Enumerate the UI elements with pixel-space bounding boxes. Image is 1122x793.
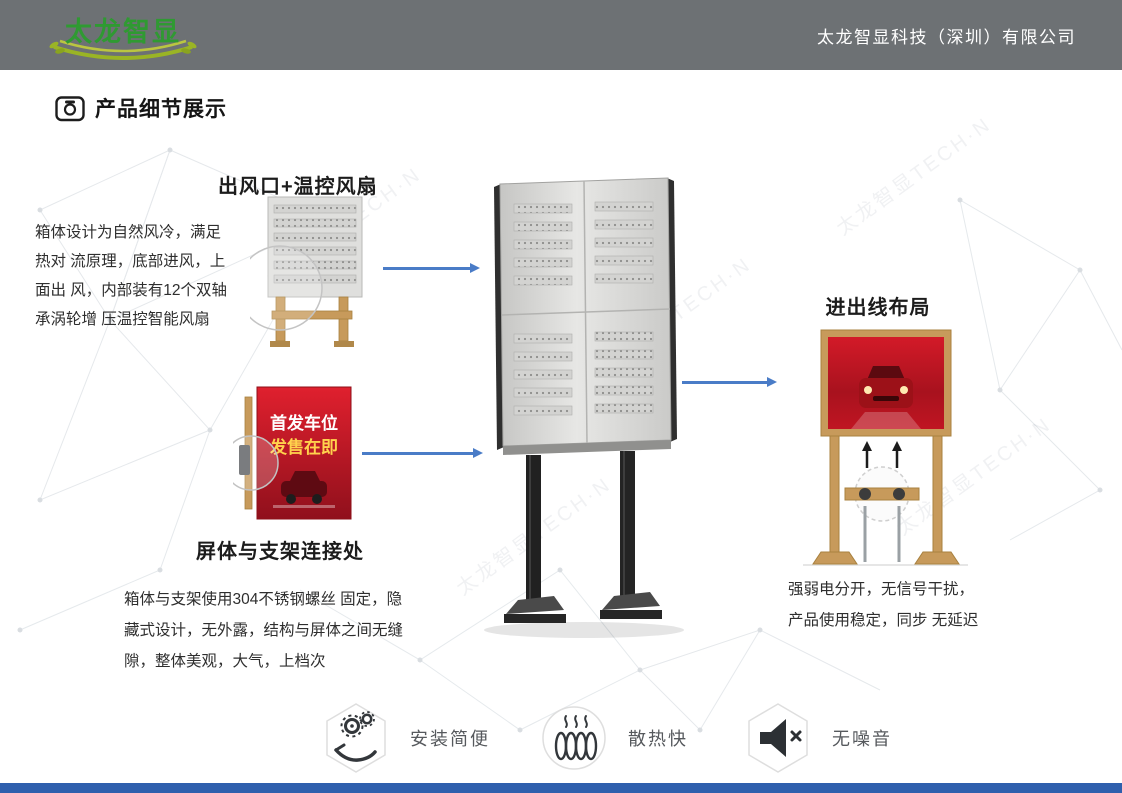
cable-layout-image <box>803 329 968 566</box>
logo-text: 太龙智显 <box>65 17 181 47</box>
feature-no-noise: 无噪音 <box>742 702 892 774</box>
feature-easy-install: 安装简便 <box>320 702 490 774</box>
bracket-description: 箱体与支架使用304不锈钢螺丝 固定，隐 藏式设计，无外露，结构与屏体之间无缝 … <box>124 584 429 677</box>
ad-car <box>851 366 921 429</box>
arrow-display-to-wiring <box>682 381 768 384</box>
gear-hand-icon <box>326 703 386 773</box>
vent-description: 箱体设计为自然风冷，满足 热对 流原理，底部进风，上 面出 风，内部装有12个双… <box>35 218 280 334</box>
magnifier-circle <box>233 435 279 491</box>
arrow-bracket-to-display <box>362 452 474 455</box>
poster-car <box>273 471 335 508</box>
wiring-description: 强弱电分开，无信号干扰， 产品使用稳定，同步 无延迟 <box>788 574 1073 636</box>
poster-text-line1: 首发车位 <box>270 413 338 433</box>
vent-section-title: 出风口+温控风扇 <box>218 176 378 198</box>
feature-label: 安装简便 <box>410 729 490 749</box>
page-title-row: 产品细节展示 <box>55 93 227 123</box>
bracket-description-line: 藏式设计，无外露，结构与屏体之间无缝 <box>124 622 404 639</box>
magnifier-circle <box>250 245 323 331</box>
bracket-section-title: 屏体与支架连接处 <box>196 541 364 563</box>
company-name: 太龙智显科技（深圳）有限公司 <box>817 27 1076 47</box>
arrow-vent-to-display <box>383 267 471 270</box>
vent-description-line: 热对 流原理，底部进风，上 <box>35 253 226 270</box>
heat-dissipation-icon <box>542 706 606 770</box>
vent-description-line: 面出 风，内部装有12个双轴 <box>35 282 228 299</box>
header: 太龙智显 太龙智显科技（深圳）有限公司 <box>0 0 1122 70</box>
up-arrows <box>862 441 902 468</box>
bracket-description-line: 隙，整体美观，大气，上档次 <box>124 653 326 670</box>
feature-label: 无噪音 <box>832 729 892 749</box>
feature-heat-dissipation: 散热快 <box>538 702 688 774</box>
vent-panel-image <box>250 196 363 347</box>
company-logo: 太龙智显 <box>49 17 197 60</box>
vent-grilles <box>513 201 654 416</box>
poster-text-line2: 发售在即 <box>269 437 338 457</box>
speaker-mute-icon <box>748 703 808 773</box>
wiring-description-line: 强弱电分开，无信号干扰， <box>788 581 975 598</box>
wiring-section-title: 进出线布局 <box>825 297 931 319</box>
camera-icon <box>55 95 85 121</box>
screen-bracket-image: 首发车位 发售在即 <box>233 386 352 520</box>
feature-label: 散热快 <box>628 729 688 749</box>
page-title: 产品细节展示 <box>95 98 227 121</box>
bracket-description-line: 箱体与支架使用304不锈钢螺丝 固定，隐 <box>124 591 403 608</box>
wiring-description-line: 产品使用稳定，同步 无延迟 <box>788 612 979 629</box>
footer-bar <box>0 783 1122 793</box>
vent-description-line: 承涡轮增 压温控智能风扇 <box>35 311 210 328</box>
display-back-image <box>484 177 684 638</box>
vent-description-line: 箱体设计为自然风冷，满足 <box>35 224 222 241</box>
